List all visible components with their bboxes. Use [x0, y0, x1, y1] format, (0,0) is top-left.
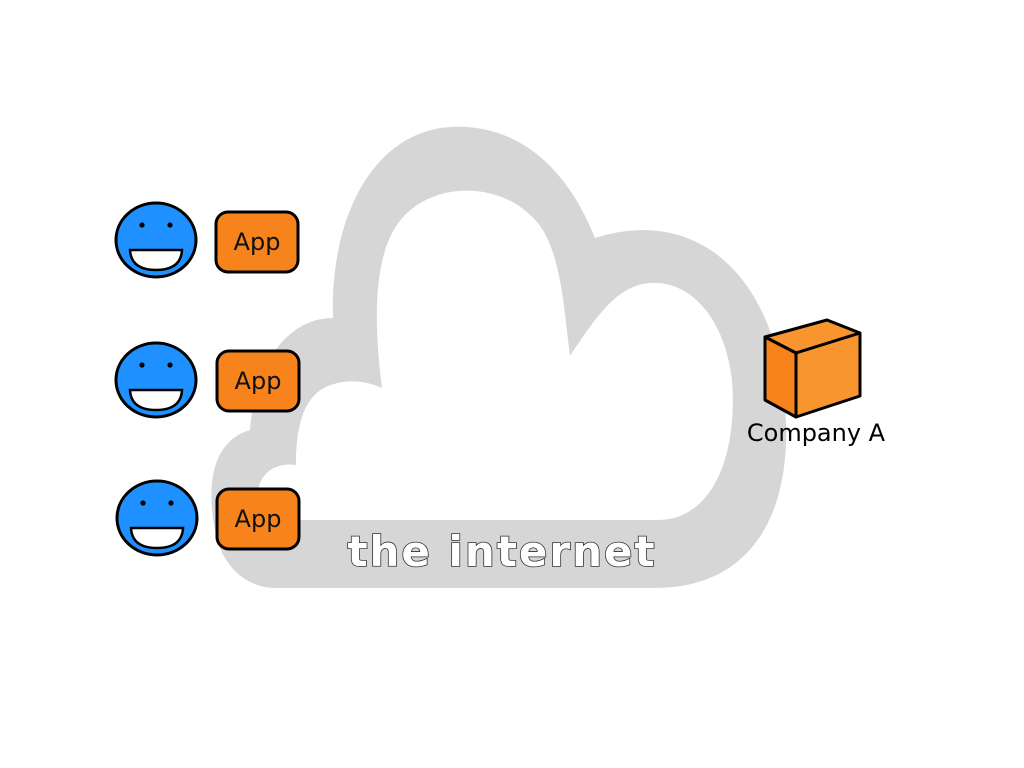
user-row: App — [114, 201, 300, 279]
app-button[interactable]: App — [214, 210, 300, 274]
app-label: App — [234, 228, 281, 256]
user-row: App — [115, 479, 301, 557]
company-node: Company A — [747, 318, 886, 447]
user-row: App — [114, 341, 301, 419]
cloud-shape — [211, 126, 787, 588]
box-icon — [763, 318, 862, 419]
cloud-label: the internet — [347, 527, 656, 576]
smiley-icon — [114, 201, 198, 279]
box-side-face — [794, 331, 862, 419]
app-button[interactable]: App — [215, 349, 301, 413]
smiley-icon — [115, 479, 199, 557]
app-label: App — [235, 505, 282, 533]
app-button[interactable]: App — [215, 487, 301, 551]
internet-cloud: the internet — [211, 126, 787, 588]
smiley-icon — [114, 341, 198, 419]
company-label: Company A — [747, 419, 886, 447]
app-label: App — [235, 367, 282, 395]
